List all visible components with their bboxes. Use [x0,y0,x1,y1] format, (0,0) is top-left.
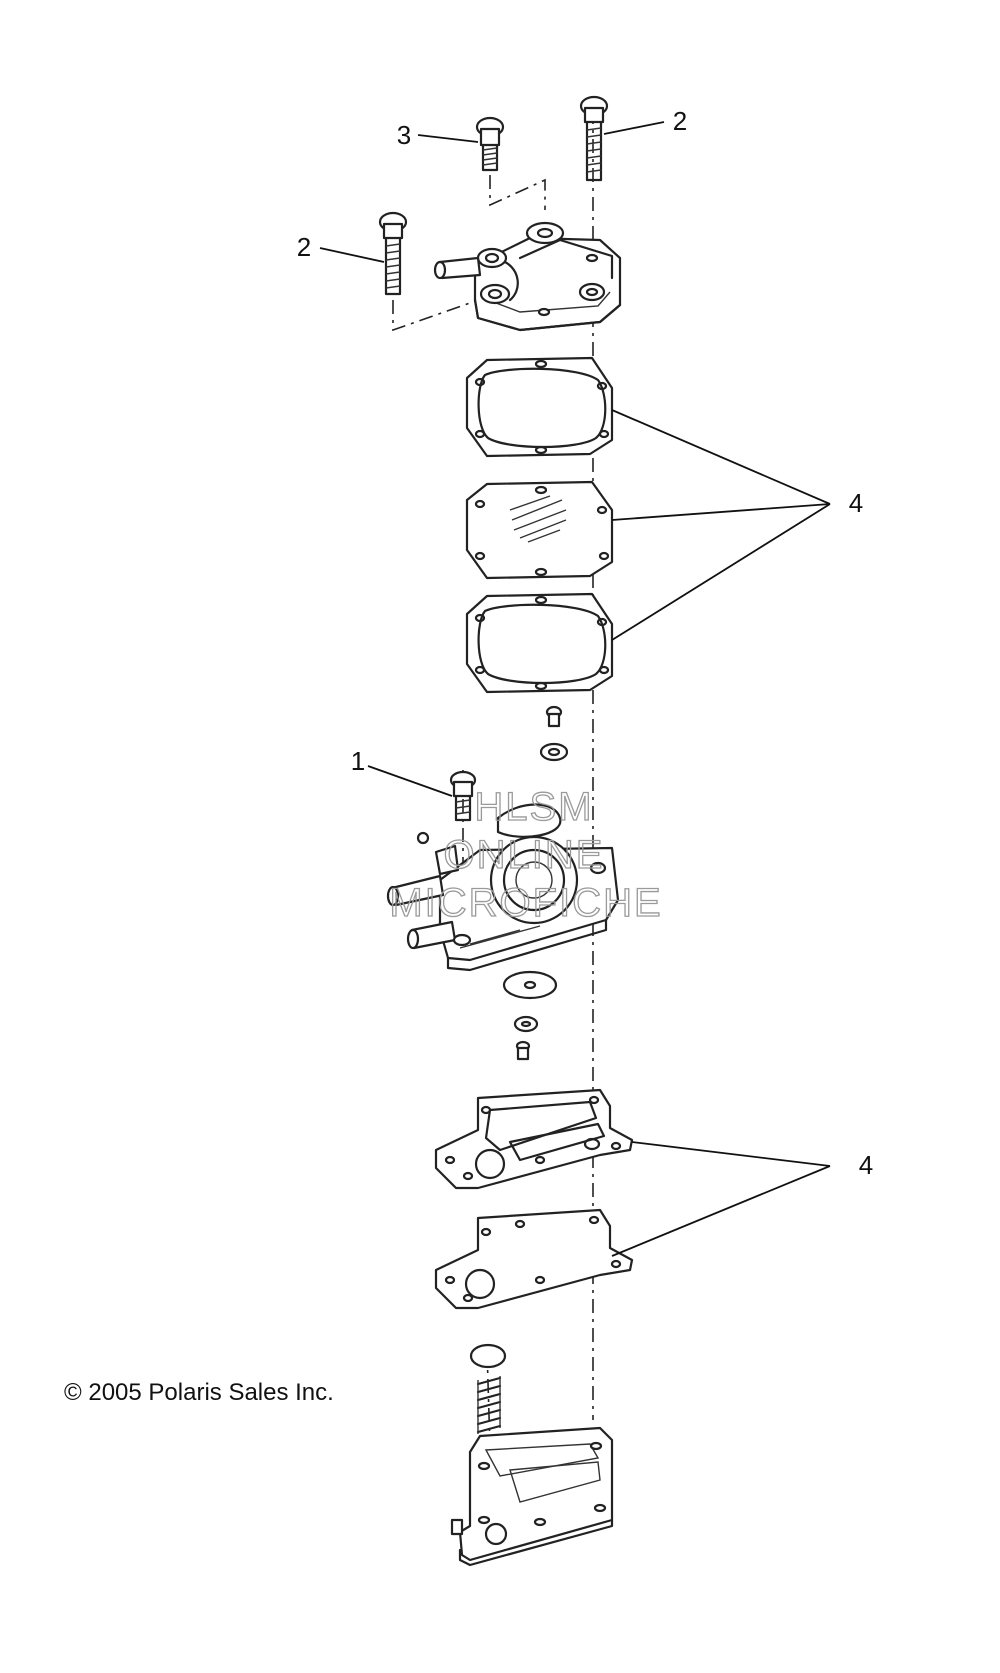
screw-part-1 [449,770,477,822]
leader-4-upper-a [611,409,831,505]
callout-2-right: 2 [673,106,687,136]
diaphragm-upper [465,480,614,580]
watermark-line-3: MICROFICHE [389,881,662,925]
screw-part-2-right [579,95,609,182]
copyright-notice: © 2005 Polaris Sales Inc. [64,1379,334,1406]
gasket-upper-2 [465,592,614,694]
valve-disc [502,970,558,1061]
screw-part-3 [475,116,505,172]
valve-screw-upper [539,705,569,762]
pump-top-cover [433,221,622,332]
leader-4-lower-a [631,1141,831,1167]
gasket-lower-1 [434,1088,634,1190]
callout-2-left: 2 [297,232,311,262]
watermark-line-2: ONLINE [444,833,605,877]
watermark-line-1: HLSM [474,785,593,829]
callout-3: 3 [397,120,411,150]
check-valve-spring [469,1343,507,1434]
pump-body [386,803,620,972]
screw-projection-left [392,295,491,332]
pump-base-plate [450,1426,614,1567]
screw-projection-top [489,175,546,210]
callout-4-lower: 4 [859,1150,873,1180]
leader-2-right [603,121,665,135]
gasket-upper-1 [465,356,614,458]
leader-4-upper-b [611,503,831,521]
leader-1 [367,765,453,797]
gasket-lower-2 [434,1208,634,1310]
leader-2-left [319,247,385,263]
leader-3 [417,134,479,143]
callout-1: 1 [351,746,365,776]
screw-part-2-left [378,211,408,296]
callout-4-upper: 4 [849,488,863,518]
leader-4-upper-c [611,503,831,641]
leader-4-lower-b [611,1165,831,1257]
